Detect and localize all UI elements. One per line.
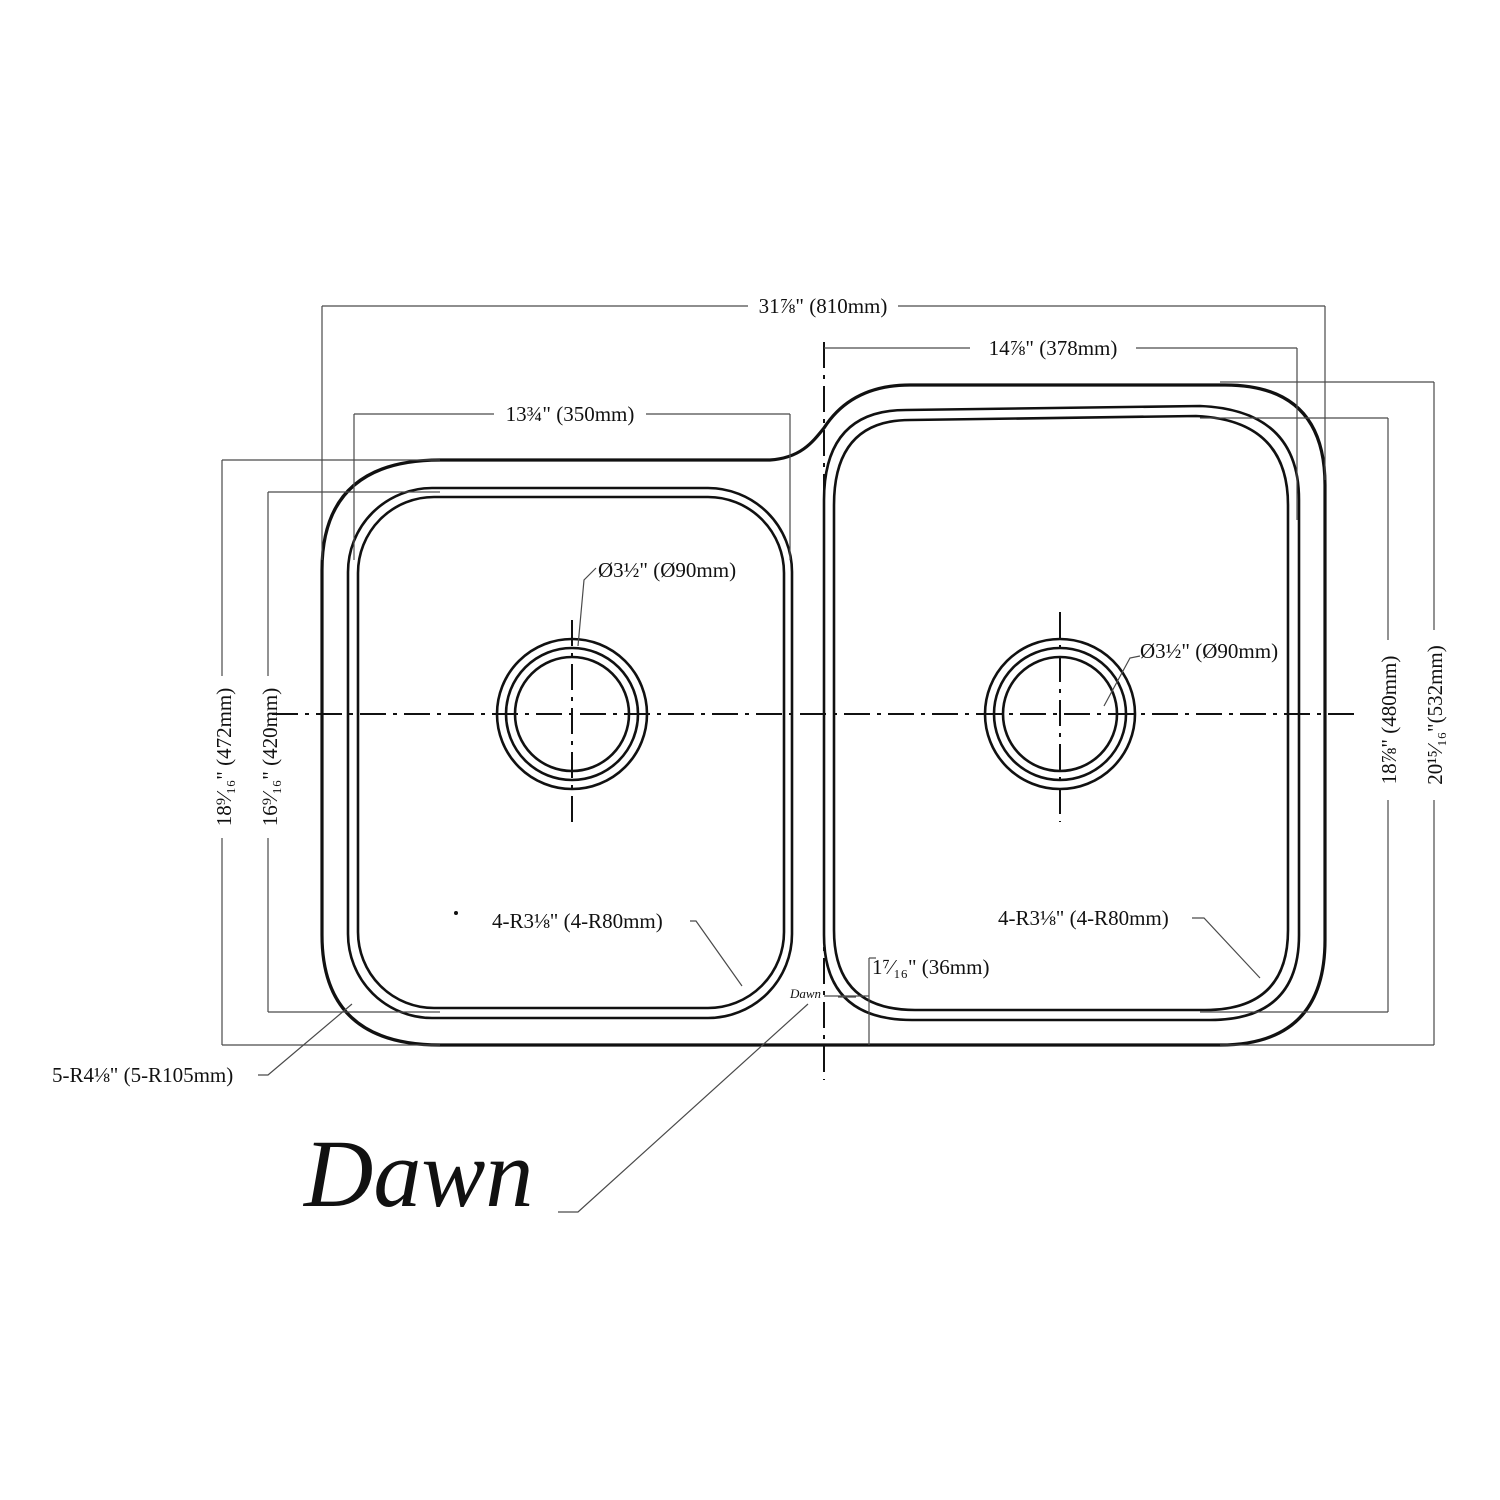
small-bowl-outer-edge: [346, 486, 794, 1020]
large-bowl-height-label: 18⅞" (480mm): [1377, 656, 1401, 785]
divider-width-dimension: [824, 957, 876, 1045]
outer-radius-leader: [258, 1003, 353, 1076]
large-drain-label: Ø3½" (Ø90mm): [1140, 639, 1278, 663]
small-bowl-inner-edge: [356, 495, 786, 1010]
outer-radius-label: 5-R4⅛" (5-R105mm): [52, 1063, 233, 1087]
reference-dot: [454, 911, 458, 915]
large-bowl-radius-label: 4-R3⅛" (4-R80mm): [998, 906, 1169, 930]
small-bowl-radius-leader: [690, 920, 743, 987]
brand-logo-small: Dawn: [789, 986, 821, 1001]
small-drain-leader: [577, 567, 597, 647]
small-bowl-width-dimension: [353, 413, 791, 560]
large-bowl-inner-edge: [832, 414, 1290, 1012]
logo-leader: [558, 1003, 809, 1213]
overall-depth-label: 20¹⁵⁄₁₆"(532mm): [1423, 645, 1447, 785]
small-bowl-radius-label: 4-R3⅛" (4-R80mm): [492, 909, 663, 933]
small-bowl-height-label: 16⁹⁄₁₆" (420mm): [258, 688, 282, 826]
small-bowl-width-label: 13¾" (350mm): [506, 402, 635, 426]
divider-width-label: 1⁷⁄₁₆" (36mm): [872, 955, 989, 979]
overall-width-dimension: [321, 305, 1326, 560]
brand-logo: Dawn: [302, 1120, 533, 1227]
large-bowl-outer-edge: [822, 404, 1301, 1022]
sink-outer-outline: [320, 383, 1327, 1047]
small-drain-label: Ø3½" (Ø90mm): [598, 558, 736, 582]
small-outer-height-label: 18⁹⁄₁₆" (472mm): [212, 688, 236, 826]
large-bowl-width-label: 14⅞" (378mm): [989, 336, 1118, 360]
large-bowl-height-dimension: [1200, 417, 1389, 1013]
large-drain-leader: [1103, 655, 1141, 707]
large-bowl-width-dimension: [824, 347, 1298, 520]
small-bowl-height-dimension: [267, 491, 440, 1013]
overall-depth-dimension: [1220, 381, 1435, 1046]
overall-width-label: 31⅞" (810mm): [759, 294, 888, 318]
large-bowl-radius-leader: [1192, 917, 1261, 979]
small-outer-height-dimension: [221, 459, 440, 1046]
